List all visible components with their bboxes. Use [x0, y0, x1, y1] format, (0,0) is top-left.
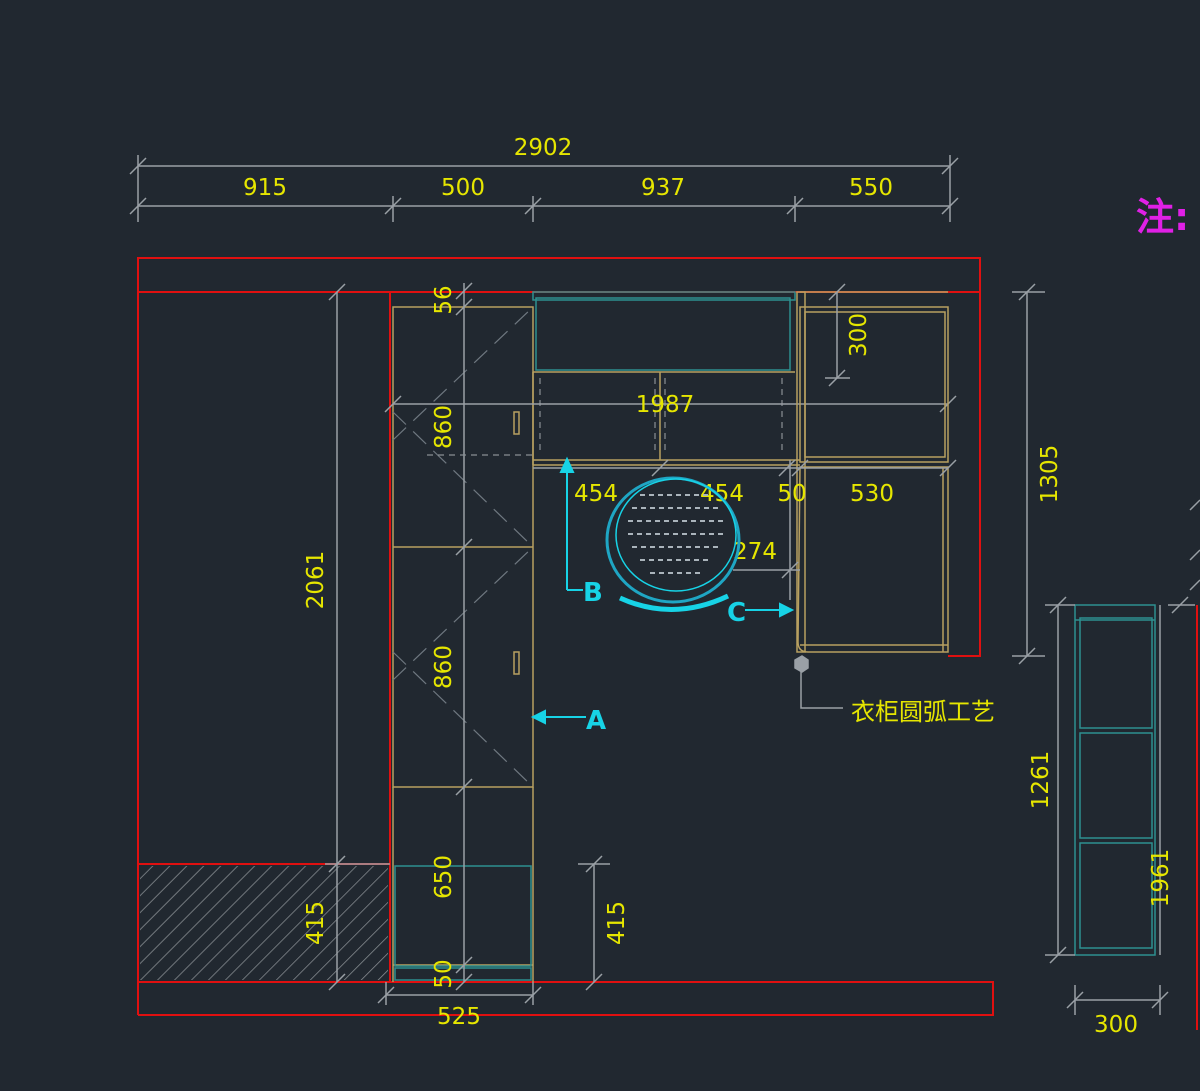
wardrobe [392, 306, 534, 982]
dim-top56: 56 [431, 285, 457, 314]
right-height-dimension [1012, 283, 1045, 665]
wardrobe-base-teal [394, 865, 532, 981]
dim-seg2: 500 [441, 175, 485, 201]
dim-base-small: 50 [431, 959, 457, 988]
dim-right-height: 1305 [1037, 445, 1063, 504]
arc-note: 衣柜圆弧工艺 [851, 698, 995, 726]
dim-wardrobe-lower: 860 [431, 645, 457, 689]
bed-dimension [325, 283, 390, 991]
dim-total-width: 2902 [514, 135, 573, 161]
marker-c: C [727, 598, 746, 628]
upper-cabinet [532, 291, 796, 371]
marker-b: B [583, 578, 603, 608]
side-dimensions [1045, 499, 1200, 1015]
note-label: 注: [1136, 195, 1189, 239]
dim-side-total: 1961 [1148, 849, 1174, 908]
dim-desk-left: 454 [574, 481, 618, 507]
dim-desk-gap: 50 [777, 481, 806, 507]
right-shelf [796, 291, 949, 653]
dim-side-height: 1261 [1028, 751, 1054, 810]
dim-wardrobe-base: 650 [431, 855, 457, 899]
chair-icon [605, 476, 741, 612]
step-dimension [578, 855, 610, 991]
view-markers [530, 456, 795, 725]
dim-shelf-top: 300 [846, 313, 872, 357]
dim-bed-foot: 415 [303, 901, 329, 945]
bed-foot-hatch [140, 866, 388, 980]
dim-desk-span: 1987 [636, 392, 695, 418]
dim-seg1: 915 [243, 175, 287, 201]
marker-a: A [586, 706, 606, 736]
desk-top-frame [532, 371, 800, 466]
dim-side-depth: 300 [1094, 1012, 1138, 1038]
desk-row-dimension [533, 459, 957, 600]
side-cabinet [1074, 604, 1156, 956]
wardrobe-door-swings [392, 306, 534, 788]
arc-note-leader [794, 655, 843, 709]
dim-cabinet-width: 530 [850, 481, 894, 507]
dim-step-height: 415 [604, 901, 630, 945]
dim-wardrobe-upper: 860 [431, 405, 457, 449]
dim-wardrobe-depth: 525 [437, 1004, 481, 1030]
desk-dashed-lines [427, 378, 783, 456]
shelf-dimension [825, 283, 850, 387]
top-dimension-chain [129, 155, 959, 222]
dim-bed-length: 2061 [303, 551, 329, 610]
dim-seg4: 550 [849, 175, 893, 201]
wardrobe-dimension [377, 282, 542, 1005]
dim-seg3: 937 [641, 175, 685, 201]
